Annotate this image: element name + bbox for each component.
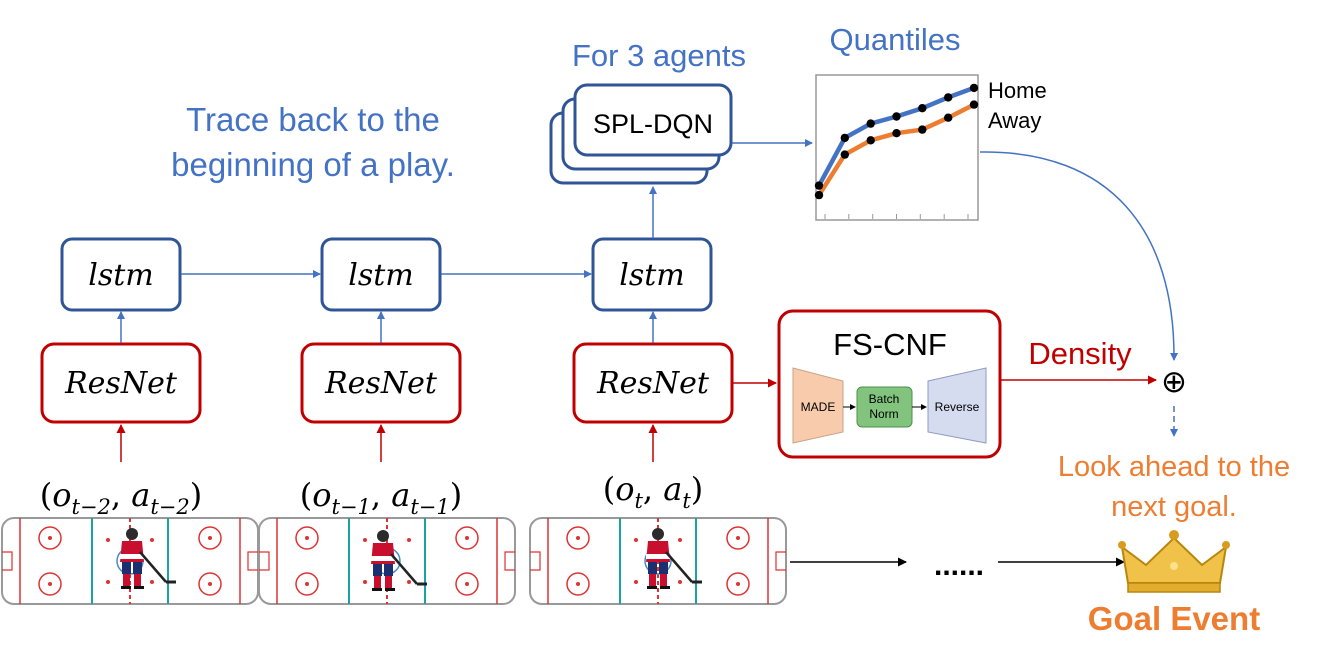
legend-home: Home <box>988 78 1047 103</box>
spl-dqn-block <box>573 83 733 157</box>
fs-cnf-label: FS-CNF <box>833 327 947 362</box>
away-point-6 <box>944 113 953 122</box>
away-point-4 <box>892 129 901 138</box>
quantiles-caption: Quantiles <box>830 22 961 57</box>
trace-back-caption-line1: Trace back to the <box>186 101 440 138</box>
away-point-2 <box>840 150 849 159</box>
away-point-3 <box>866 136 875 145</box>
input-label-2: (ot−1, at−1) <box>300 476 462 519</box>
made-trapezoid <box>792 367 844 444</box>
chart-ticks <box>824 214 969 219</box>
away-series-points <box>814 100 979 200</box>
resnet-block-2: ResNet <box>300 342 462 424</box>
legend-away: Away <box>988 108 1041 133</box>
resnet-block-3: ResNet <box>572 342 734 424</box>
reverse-trapezoid <box>927 367 987 444</box>
resnet-label-2: ResNet <box>324 366 438 401</box>
quantile-chart: Home Away <box>814 74 1047 221</box>
chart-to-oplus-arrow <box>979 151 1179 361</box>
spl-dqn-label: SPL-DQN <box>593 109 713 139</box>
home-point-4 <box>892 112 901 121</box>
resnet-label-3: ResNet <box>596 366 710 401</box>
batch-norm-label-1: Batch <box>869 392 900 406</box>
input-label-1: (ot−2, at−2) <box>40 476 202 519</box>
home-point-1 <box>814 181 824 190</box>
lookahead-caption-line1: Look ahead to the <box>1058 451 1290 483</box>
input-label-3: (ot, at) <box>603 470 704 513</box>
away-point-7 <box>969 100 979 109</box>
rink-image-1 <box>1 517 259 605</box>
home-point-3 <box>866 119 875 128</box>
goal-event-label: Goal Event <box>1088 600 1260 637</box>
home-point-5 <box>918 104 927 113</box>
lstm-block-2: lstm <box>320 237 442 312</box>
lookahead-caption-line2: next goal. <box>1111 491 1237 523</box>
home-series-points <box>814 83 979 190</box>
crown-icon <box>1118 530 1230 593</box>
made-label: MADE <box>801 400 836 414</box>
home-point-6 <box>944 93 953 102</box>
home-point-7 <box>969 83 979 93</box>
lstm-block-3: lstm <box>591 237 713 312</box>
lstm-block-1: lstm <box>60 237 182 312</box>
trace-back-caption-line2: beginning of a play. <box>171 146 455 183</box>
rink-image-3 <box>529 517 787 605</box>
lstm-label-2: lstm <box>348 258 414 293</box>
density-label: Density <box>1028 336 1132 371</box>
batch-norm-label-2: Norm <box>869 407 898 421</box>
agents-caption: For 3 agents <box>572 38 746 73</box>
oplus-symbol: ⊕ <box>1161 364 1187 400</box>
away-point-1 <box>814 190 824 200</box>
resnet-label-1: ResNet <box>64 366 178 401</box>
ellipsis: ...... <box>934 549 984 582</box>
fs-cnf-block: FS-CNF MADE Batch Norm Reverse <box>777 309 1002 459</box>
lstm-label-3: lstm <box>619 258 685 293</box>
away-point-5 <box>918 125 927 134</box>
home-point-2 <box>840 133 849 143</box>
spl-dqn-stack: SPL-DQN <box>549 83 733 185</box>
rink-image-2 <box>258 517 516 605</box>
reverse-label: Reverse <box>935 400 980 414</box>
lstm-label-1: lstm <box>88 258 154 293</box>
resnet-block-1: ResNet <box>40 342 202 424</box>
